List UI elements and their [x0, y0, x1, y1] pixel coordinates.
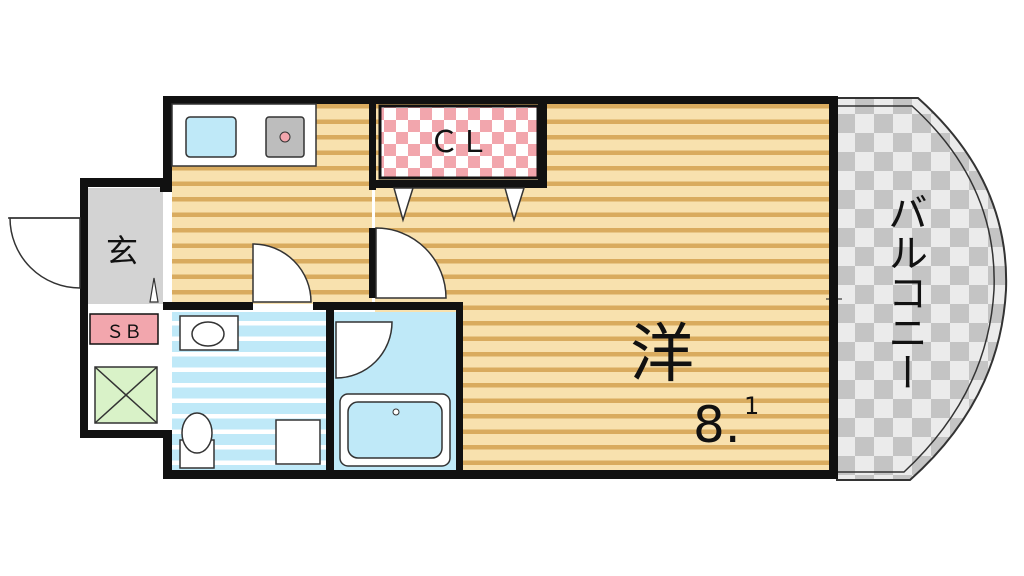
balcony-label: バルコニー	[881, 192, 927, 392]
walls	[80, 96, 838, 479]
balcony	[836, 97, 1008, 481]
toilet-bowl-icon	[181, 412, 213, 454]
entrance-label: 玄	[106, 232, 138, 270]
room-size-decimal: 1	[744, 392, 759, 420]
room-size: 8.	[693, 396, 741, 454]
shoe-box	[89, 313, 159, 345]
closet	[378, 104, 540, 180]
shoe-box-label: ＳＢ	[106, 322, 142, 343]
entrance-floor	[87, 188, 163, 304]
room-label: 洋	[630, 318, 694, 392]
door-swings	[8, 217, 447, 379]
entrance-step	[149, 277, 159, 303]
cabinet-icon	[275, 419, 321, 465]
balcony-window	[826, 104, 842, 470]
bathtub-icon	[339, 393, 451, 467]
kitchen-counter	[171, 103, 317, 167]
closet-doors	[393, 187, 526, 223]
closet-label: ＣＬ	[429, 125, 489, 160]
washroom-fixtures	[94, 315, 321, 469]
sink-icon	[185, 116, 237, 158]
